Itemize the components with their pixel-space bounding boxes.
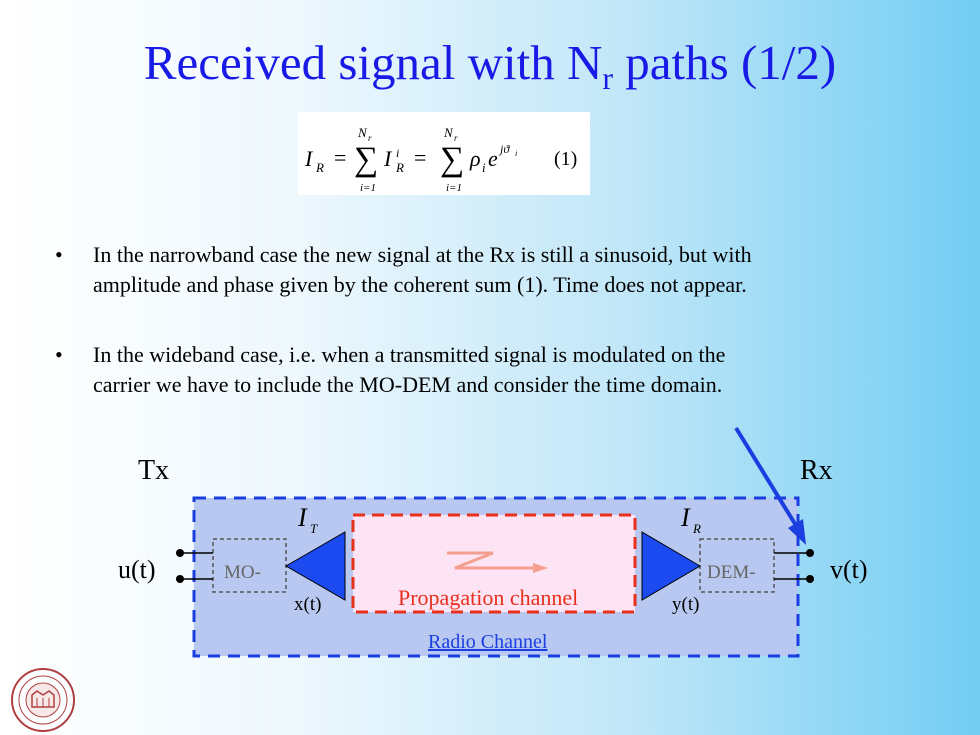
svg-text:R: R <box>692 521 701 536</box>
bullet-wideband: • In the wideband case, i.e. when a tran… <box>55 340 925 410</box>
svg-text:i=1: i=1 <box>360 182 376 194</box>
propagation-channel-box <box>351 513 637 614</box>
radio-channel-label: Radio Channel <box>428 631 548 653</box>
bullet-line: In the wideband case, i.e. when a transm… <box>93 342 726 367</box>
bullet-line: In the narrowband case the new signal at… <box>93 242 752 267</box>
svg-text:i: i <box>515 149 517 158</box>
tx-label: Tx <box>138 455 169 486</box>
slide-title: Received signal with Nr paths (1/2) <box>143 35 837 96</box>
sum-symbol-1: ∑ <box>354 141 378 178</box>
input-terminal-icon <box>176 549 184 557</box>
bullet-narrowband: • In the narrowband case the new signal … <box>55 240 925 310</box>
formula-equals-1: = <box>334 145 346 170</box>
input-signal-label: u(t) <box>118 555 156 584</box>
output-terminal-icon <box>806 575 814 583</box>
tx-current-label: I <box>297 503 308 532</box>
equation-number: (1) <box>554 148 577 170</box>
rx-label: Rx <box>800 455 833 486</box>
tx-signal-label: x(t) <box>294 594 321 615</box>
svg-text:i=1: i=1 <box>446 182 462 194</box>
input-terminal-icon <box>176 575 184 583</box>
bullet-line: carrier we have to include the MO-DEM an… <box>93 372 723 398</box>
svg-text:r: r <box>454 133 458 143</box>
title-subscript: r <box>602 60 614 96</box>
pointer-arrow-line <box>734 426 802 534</box>
tx-antenna-icon <box>284 531 346 601</box>
formula-box: I R = N r ∑ i=1 I i R = N r ∑ i=1 ρ i e … <box>298 112 590 195</box>
svg-text:r: r <box>368 133 372 143</box>
pointer-arrowhead-icon <box>788 519 806 545</box>
svg-text:i: i <box>396 146 399 160</box>
formula-term2: ρ <box>469 146 481 171</box>
output-terminal-icon <box>806 549 814 557</box>
bullet-marker: • <box>55 242 63 267</box>
university-seal-icon <box>11 668 75 732</box>
formula-lhs: I <box>304 146 314 171</box>
svg-text:jϑ: jϑ <box>498 142 510 156</box>
formula-equals-2: = <box>414 145 426 170</box>
svg-text:i: i <box>482 160 486 175</box>
propagation-zigzag-icon <box>447 551 540 570</box>
rx-signal-label: y(t) <box>672 594 699 615</box>
propagation-channel-label: Propagation channel <box>398 585 578 610</box>
svg-text:e: e <box>488 146 498 171</box>
bullet-line: amplitude and phase given by the coheren… <box>93 272 747 298</box>
propagation-arrowhead-icon <box>533 563 548 573</box>
rx-antenna-icon <box>641 531 701 601</box>
rx-current-label: I <box>680 503 691 532</box>
output-signal-label: v(t) <box>830 555 868 584</box>
modulator-label: MO- <box>224 562 261 583</box>
bullet-marker: • <box>55 342 63 367</box>
svg-text:N: N <box>443 125 454 140</box>
svg-text:T: T <box>310 521 318 536</box>
svg-text:R: R <box>315 160 324 175</box>
summation-formula: I R = N r ∑ i=1 I i R = N r ∑ i=1 ρ i e … <box>304 125 577 194</box>
formula-term1: I <box>383 146 393 171</box>
demodulator-label: DEM- <box>707 562 756 583</box>
svg-text:N: N <box>357 125 368 140</box>
sum-symbol-2: ∑ <box>440 141 464 178</box>
svg-text:R: R <box>395 160 404 175</box>
